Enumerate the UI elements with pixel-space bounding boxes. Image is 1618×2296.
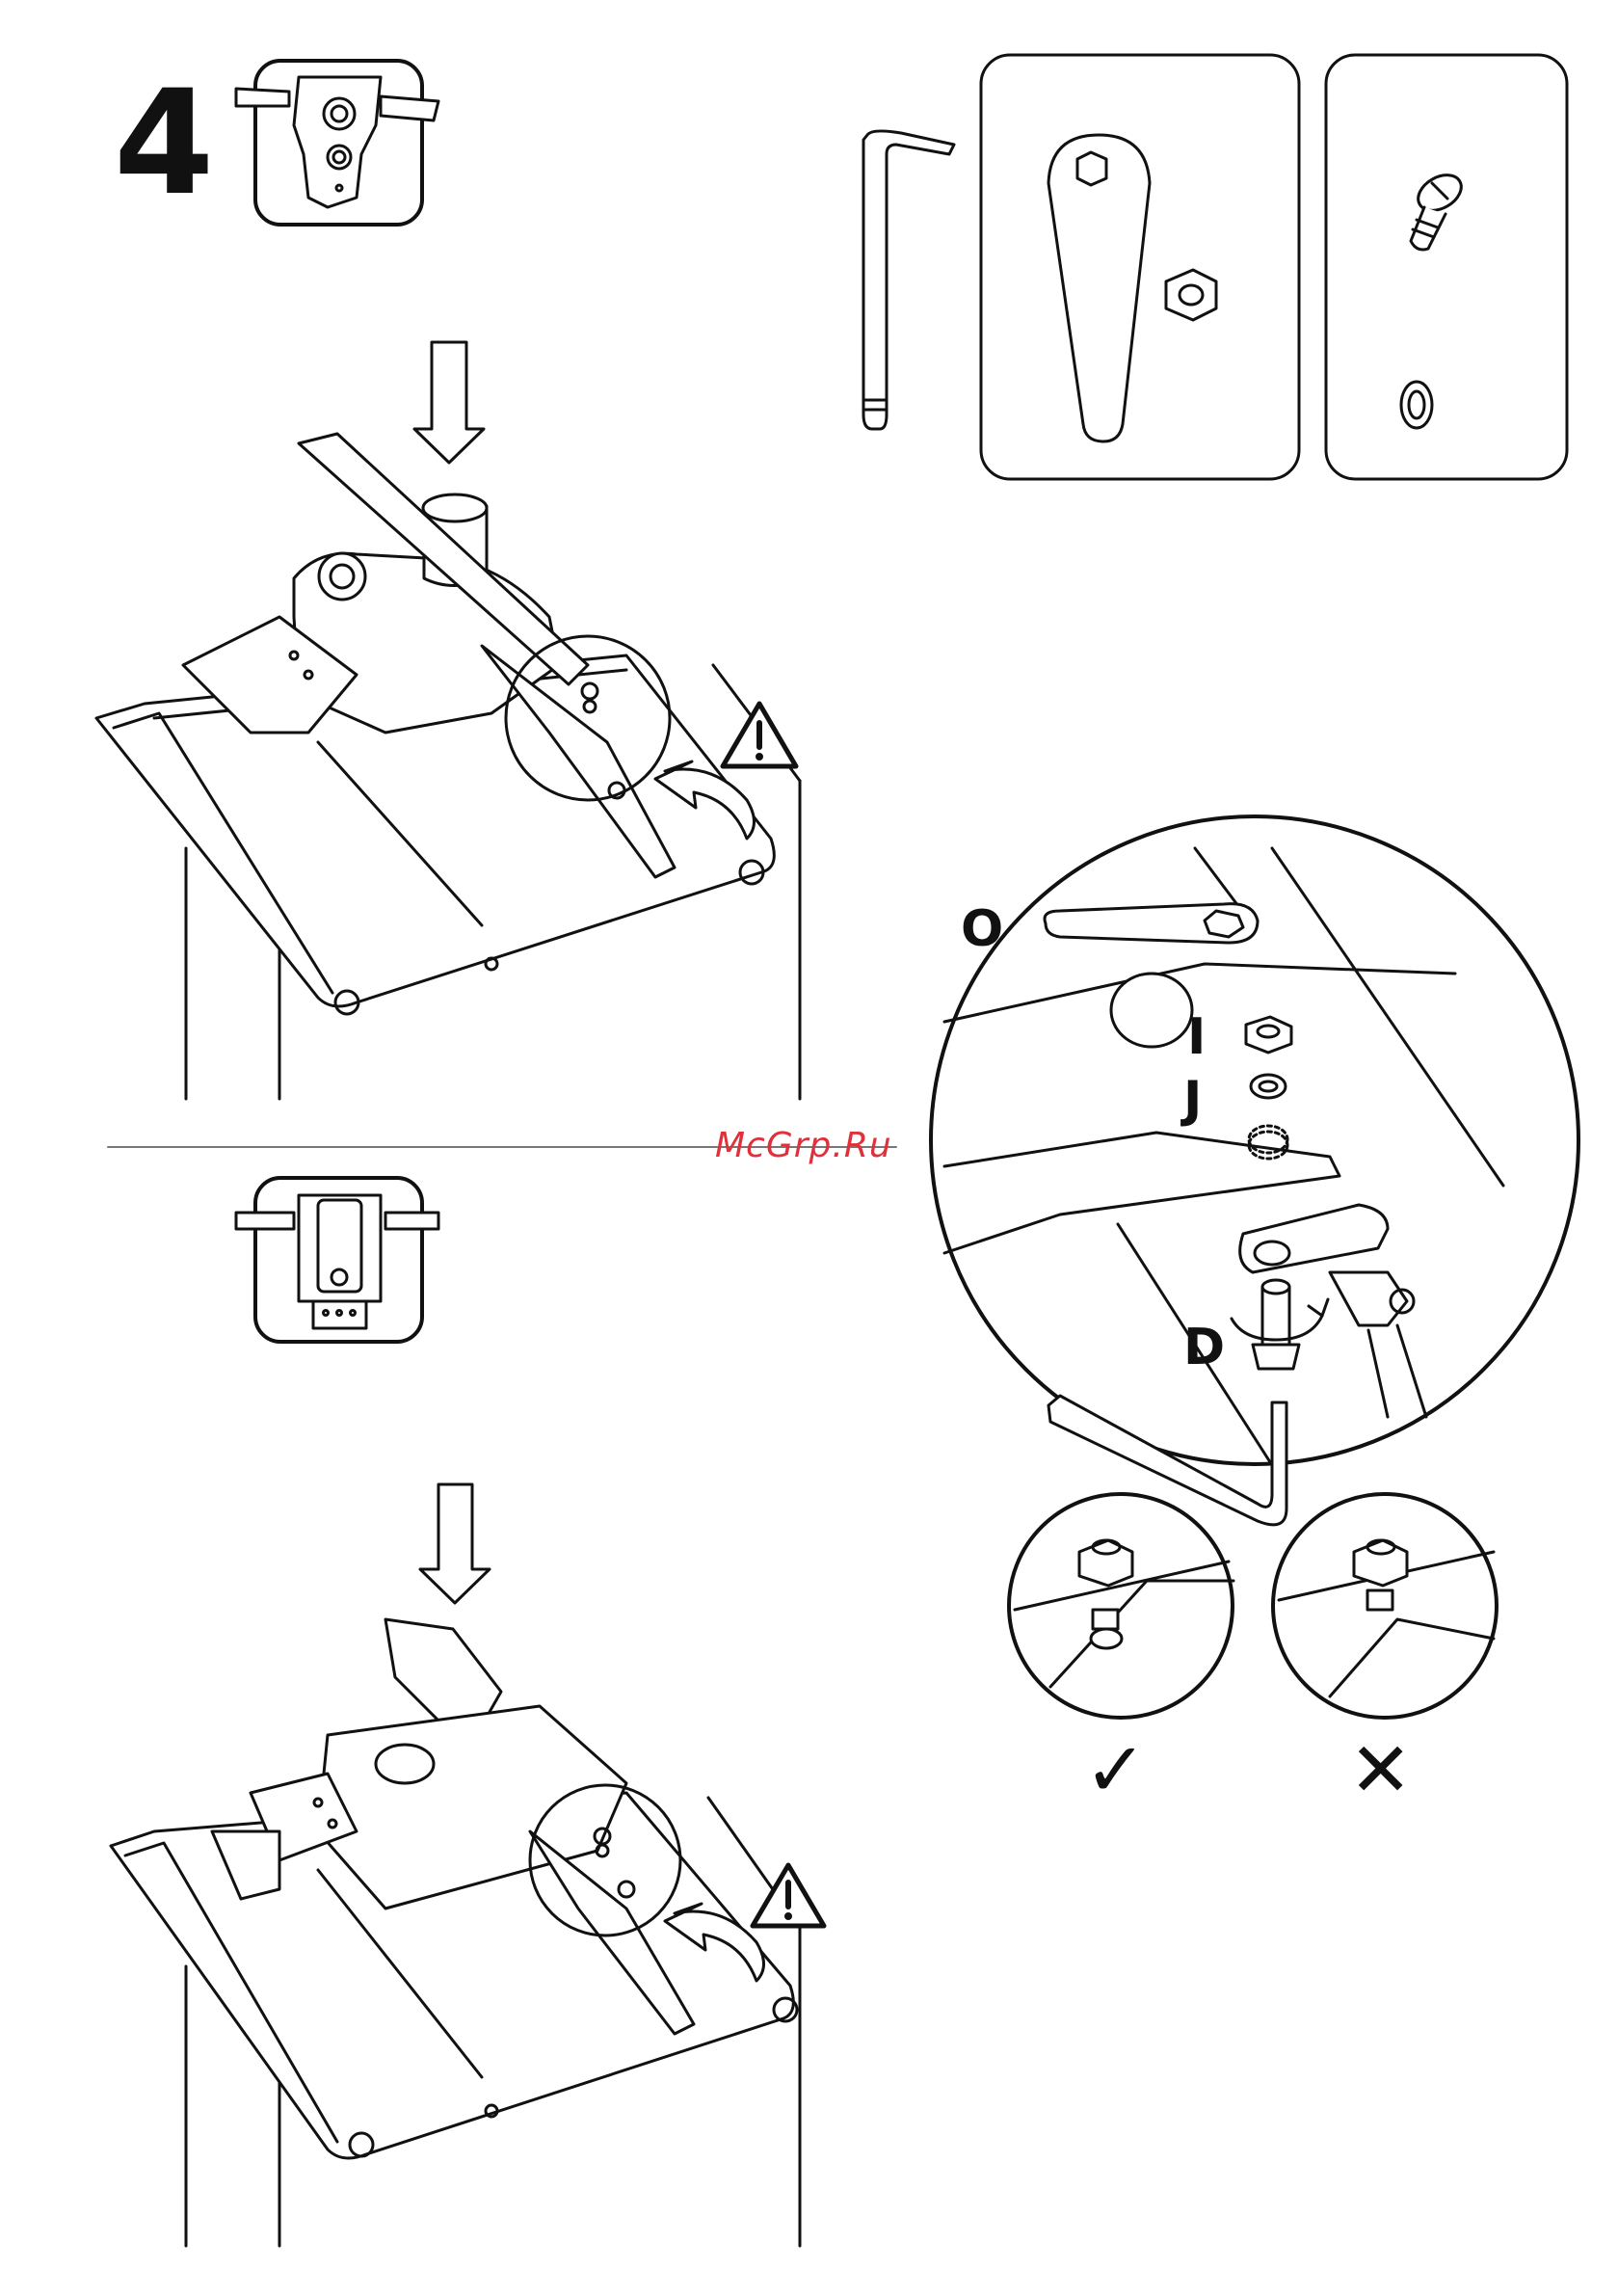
part-label-d: D [1183,1322,1225,1373]
part-label-i: I [1187,1012,1206,1062]
step-number: 4 [114,71,212,216]
chair-mechanism-icon [236,1178,438,1342]
watermark: McGrp.Ru [715,1126,892,1165]
hex-nut-icon [1166,270,1216,320]
correct-check-icon: ✓ [1084,1733,1147,1808]
down-arrow-icon [414,342,484,463]
correct-example [1009,1494,1233,1718]
part-label-j: J [1183,1075,1202,1125]
part-label-o: O [961,904,1003,954]
spring-washer-icon [1401,382,1432,428]
chair-mechanism-icon [236,61,438,225]
incorrect-cross-icon: ✕ [1349,1733,1412,1808]
tool-panel-hardware [1326,55,1567,479]
wrench-icon [1048,135,1150,441]
screw-icon [1411,168,1468,250]
allen-key-icon [863,131,954,429]
incorrect-example [1273,1494,1497,1718]
warning-icon [723,704,796,766]
detail-zoom [931,816,1578,1525]
chair-seat-frame-top [96,434,800,1099]
down-arrow-icon [420,1484,490,1603]
